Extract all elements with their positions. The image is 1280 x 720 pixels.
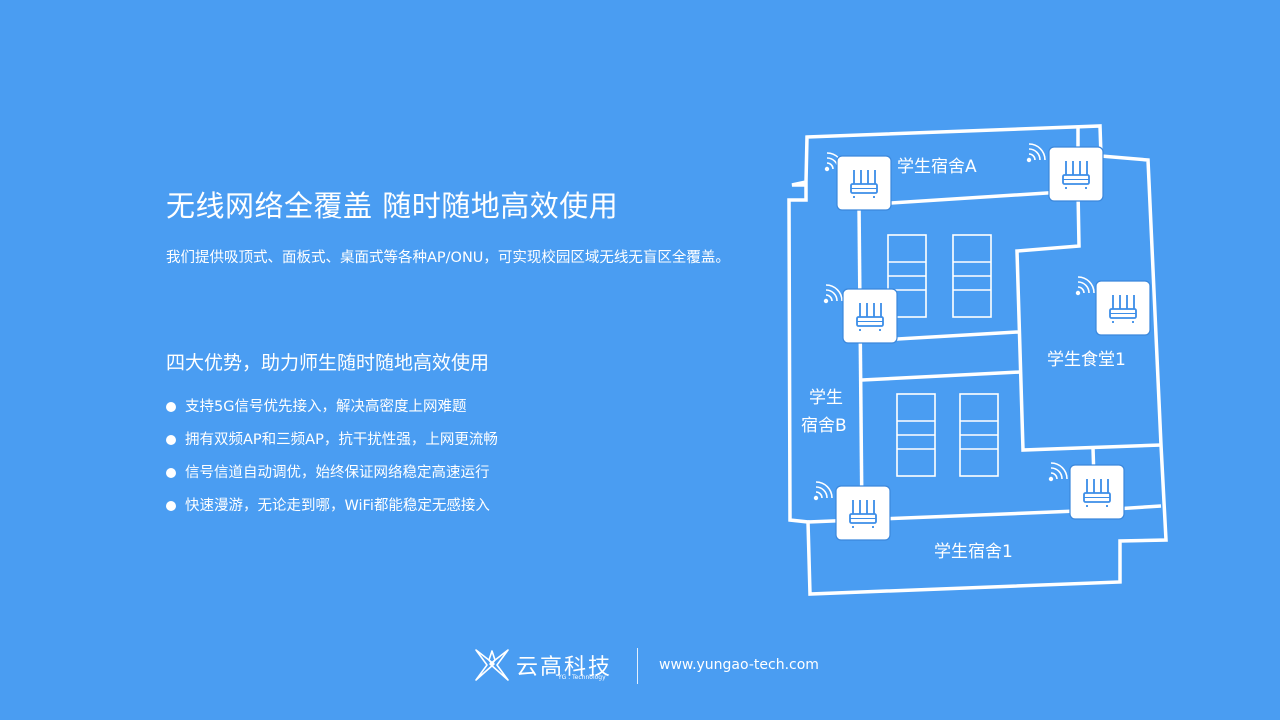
advantages-heading: 四大优势，助力师生随时随地高效使用: [166, 352, 490, 374]
wifi-signal-icon: [822, 284, 843, 305]
router-icon: [1095, 280, 1151, 336]
wifi-signal-icon: [1026, 143, 1046, 163]
bullet-dot-icon: [166, 468, 176, 478]
advantages-list: 支持5G信号优先接入，解决高密度上网难题 拥有双频AP和三频AP，抗干扰性强，上…: [166, 396, 498, 528]
bullet-dot-icon: [166, 435, 176, 445]
brand-name: 云高科技: [516, 655, 613, 680]
brand-subtitle: YG . Technology: [558, 674, 606, 681]
router-icon: [836, 155, 892, 211]
room-label-dorm-a: 学生宿舍A: [897, 157, 977, 177]
bullet-dot-icon: [166, 402, 176, 412]
list-item: 支持5G信号优先接入，解决高密度上网难题: [166, 396, 498, 429]
room-label-dorm-b-line1: 学生: [809, 388, 843, 408]
router-icon: [1048, 146, 1104, 202]
page-title: 无线网络全覆盖 随时随地高效使用: [166, 189, 619, 223]
bed-blocks: [887, 234, 999, 477]
room-label-dorm-b-line2: 宿舍B: [801, 416, 847, 436]
wifi-signal-icon: [812, 481, 833, 502]
bullet-dot-icon: [166, 501, 176, 511]
list-item: 快速漫游，无论走到哪，WiFi都能稳定无感接入: [166, 495, 498, 528]
room-label-canteen: 学生食堂1: [1047, 350, 1126, 370]
page-description: 我们提供吸顶式、面板式、桌面式等各种AP/ONU，可实现校园区域无线无盲区全覆盖…: [166, 250, 730, 266]
list-item: 信号信道自动调优，始终保证网络稳定高速运行: [166, 462, 498, 495]
router-icon: [842, 288, 898, 344]
list-item: 拥有双频AP和三频AP，抗干扰性强，上网更流畅: [166, 429, 498, 462]
footer-divider: [637, 648, 638, 684]
yungao-logo-icon: [475, 649, 509, 681]
website-url: www.yungao-tech.com: [659, 657, 819, 673]
wifi-signal-icon: [1075, 276, 1095, 297]
room-label-dorm-1: 学生宿舍1: [934, 542, 1013, 562]
wifi-signal-icon: [1048, 462, 1068, 483]
router-icon: [835, 485, 891, 541]
router-icon: [1069, 464, 1125, 520]
campus-floorplan: 学生宿舍A 学生食堂1 学生 宿舍B 学生宿舍1: [787, 124, 1168, 596]
